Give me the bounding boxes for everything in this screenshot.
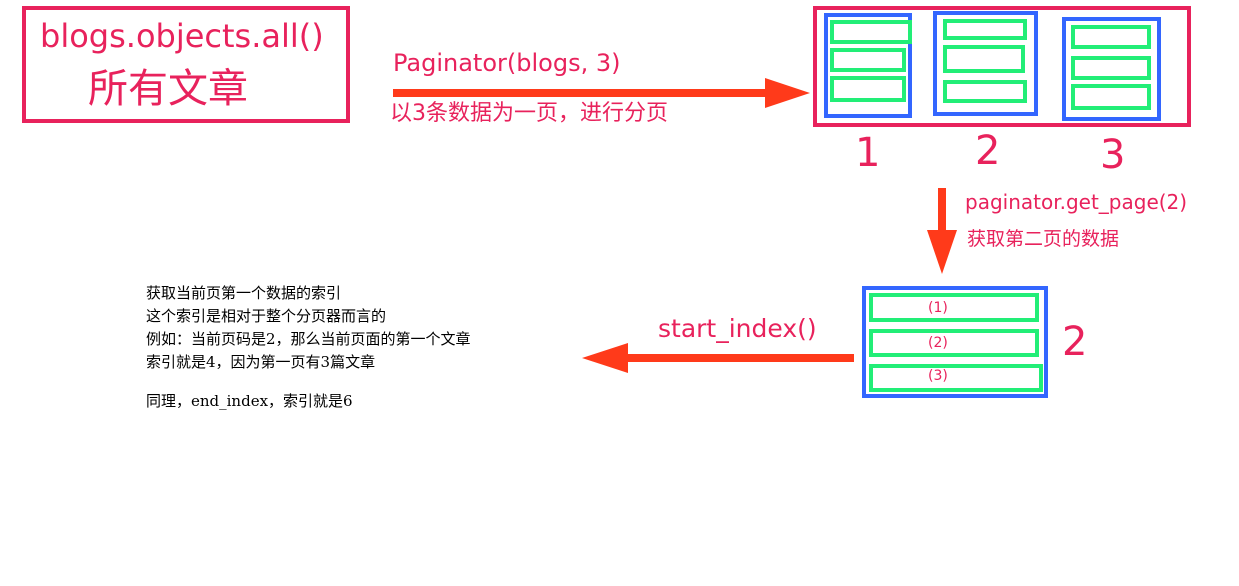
queryset-box (22, 6, 350, 123)
page-2-item-2 (943, 45, 1025, 73)
current-page-box (862, 286, 1048, 398)
queryset-caption: 所有文章 (88, 66, 248, 112)
page-1-item-3 (830, 76, 906, 102)
current-page-number: 2 (1062, 319, 1088, 365)
queryset-code: blogs.objects.all() (40, 17, 324, 55)
page-2-group (933, 11, 1038, 116)
page-3-item-1 (1071, 25, 1151, 49)
get-page-call-label: paginator.get_page(2) (965, 190, 1188, 214)
explanation-line: 这个索引是相对于整个分页器而言的 (146, 307, 387, 325)
page-2-item-3 (943, 80, 1027, 103)
get-page-description-label: 获取第二页的数据 (967, 228, 1120, 250)
arrow-start-index (582, 343, 854, 373)
page-number-3: 3 (1100, 132, 1126, 178)
explanation-block: 获取当前页第一个数据的索引 这个索引是相对于整个分页器而言的 例如：当前页码是2… (146, 282, 471, 413)
page-1-item-1 (830, 20, 912, 44)
current-page-item-3-label: (3) (928, 368, 948, 384)
explanation-spacer (146, 374, 471, 390)
paginator-description-label: 以3条数据为一页，进行分页 (390, 101, 668, 126)
explanation-line: 获取当前页第一个数据的索引 (146, 284, 342, 302)
current-page-item-3 (869, 364, 1043, 392)
paginator-call-label: Paginator(blogs, 3) (393, 49, 621, 77)
explanation-line: 例如：当前页码是2，那么当前页面的第一个文章 (146, 330, 471, 348)
explanation-footer: 同理，end_index，索引就是6 (146, 392, 353, 410)
page-1-item-2 (830, 48, 906, 72)
page-number-1: 1 (855, 130, 881, 176)
current-page-item-2-label: (2) (928, 335, 948, 351)
page-3-group (1062, 17, 1161, 121)
arrow-get-page (927, 188, 957, 274)
page-number-2: 2 (975, 128, 1001, 174)
arrow-paginate (393, 78, 810, 108)
page-1-box (824, 13, 912, 118)
current-page-item-2 (869, 329, 1039, 357)
page-1-group (824, 13, 912, 118)
page-3-item-2 (1071, 56, 1151, 80)
current-page-group (862, 286, 1048, 398)
page-3-item-3 (1071, 84, 1151, 110)
start-index-call-label: start_index() (658, 314, 817, 343)
explanation-line: 索引就是4，因为第一页有3篇文章 (146, 353, 376, 371)
page-2-item-1 (943, 19, 1027, 40)
current-page-item-1 (869, 293, 1039, 322)
page-2-box (933, 11, 1038, 116)
pages-container (813, 6, 1191, 127)
current-page-item-1-label: (1) (928, 300, 948, 316)
page-3-box (1062, 17, 1161, 121)
